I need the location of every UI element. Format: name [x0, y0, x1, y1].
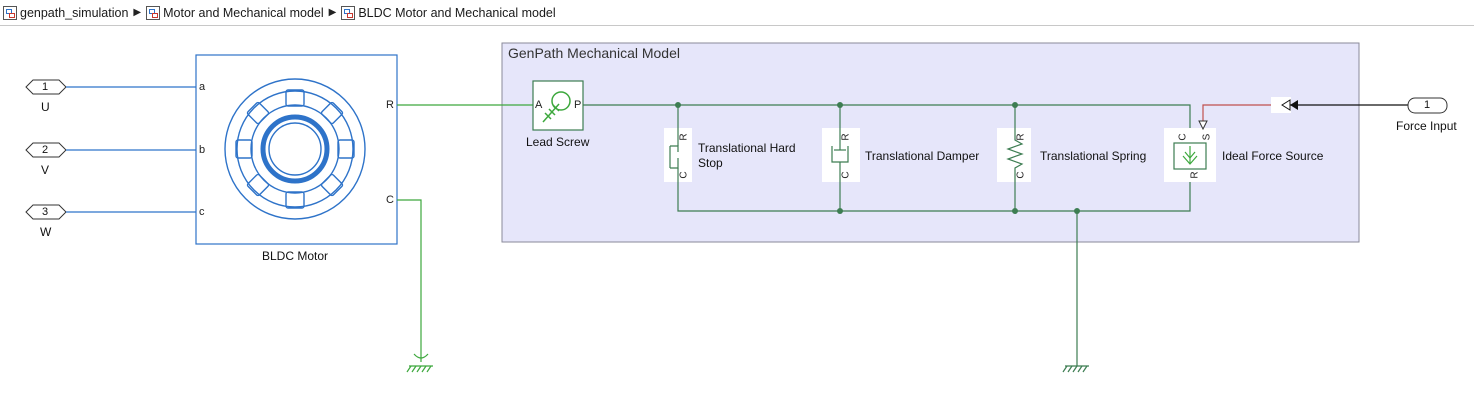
hard-stop-port-r: R [678, 133, 690, 141]
rail-r-connections[interactable] [583, 104, 1191, 128]
inport-w-number: 3 [42, 206, 49, 218]
force-input-inport[interactable] [1407, 97, 1448, 114]
arrow-left-icon [1290, 100, 1298, 110]
connection-c-to-ground[interactable] [397, 199, 422, 362]
motor-port-r: R [386, 99, 394, 111]
chevron-right-icon: ▶ [133, 7, 142, 18]
ideal-force-source-block[interactable] [1164, 128, 1216, 182]
force-input-name: Force Input [1396, 119, 1457, 133]
force-source-port-r: R [1189, 171, 1201, 179]
hard-stop-port-c: C [678, 171, 690, 179]
motor-port-a: a [199, 81, 206, 93]
damper-block[interactable] [822, 128, 860, 182]
lead-screw-icon [542, 91, 571, 123]
motor-port-c: c [199, 206, 205, 218]
breadcrumb-label: Motor and Mechanical model [163, 5, 324, 20]
hard-stop-icon [669, 128, 679, 182]
hard-stop-name-line2: Stop [698, 156, 723, 170]
motor-name: BLDC Motor [262, 249, 329, 263]
motor-port-c-out: C [386, 194, 394, 206]
damper-port-r: R [840, 133, 852, 141]
lead-screw-port-a: A [535, 99, 543, 111]
bldc-motor-block[interactable] [195, 54, 398, 245]
force-signal-line[interactable] [1202, 104, 1276, 122]
damper-icon [831, 128, 849, 182]
damper-port-c: C [840, 171, 852, 179]
breadcrumb: genpath_simulation ▶ Motor and Mechanica… [0, 0, 1474, 26]
force-arrow-icon [1182, 146, 1198, 165]
subsystem-icon [146, 5, 161, 20]
inport-w-name: W [40, 225, 52, 239]
inport-u-name: U [41, 100, 50, 114]
subsystem-icon [341, 5, 356, 20]
force-input-number: 1 [1424, 99, 1431, 111]
breadcrumb-item-motor-mechanical[interactable]: Motor and Mechanical model [146, 5, 324, 20]
breadcrumb-item-genpath-simulation[interactable]: genpath_simulation [3, 5, 129, 20]
spring-port-r: R [1015, 133, 1027, 141]
inport-u-number: 1 [42, 81, 49, 93]
rail-c-connections[interactable] [677, 182, 1191, 212]
force-source-port-s: S [1201, 133, 1213, 141]
lead-screw-name: Lead Screw [526, 135, 590, 149]
breadcrumb-item-bldc-motor-mechanical[interactable]: BLDC Motor and Mechanical model [341, 5, 556, 20]
hard-stop-name-line1: Translational Hard [698, 141, 796, 155]
motor-stator-icon [224, 78, 366, 220]
breadcrumb-label: genpath_simulation [20, 5, 129, 20]
mechanical-ground-icon [1062, 365, 1089, 373]
force-s-port-arrow [1198, 120, 1208, 131]
spring-name: Translational Spring [1040, 149, 1147, 163]
hard-stop-block[interactable] [664, 128, 692, 182]
inport-v-name: V [41, 163, 50, 177]
spring-icon [1006, 128, 1024, 182]
connection-port-box[interactable] [1271, 97, 1291, 113]
mechanical-model-subsystem[interactable] [501, 42, 1360, 243]
force-source-port-c: C [1177, 133, 1189, 141]
damper-name: Translational Damper [865, 149, 980, 163]
motor-ground-icon [406, 353, 433, 373]
model-icon [3, 5, 17, 20]
force-source-name: Ideal Force Source [1222, 149, 1324, 163]
junction-dots [675, 102, 1080, 214]
inport-v-number: 2 [42, 144, 49, 156]
chevron-right-icon: ▶ [328, 7, 337, 18]
lead-screw-port-p: P [574, 99, 582, 111]
breadcrumb-label: BLDC Motor and Mechanical model [358, 5, 556, 20]
motor-port-b: b [199, 144, 206, 156]
subsystem-title: GenPath Mechanical Model [508, 45, 680, 61]
spring-block[interactable] [997, 128, 1031, 182]
spring-port-c: C [1015, 171, 1027, 179]
lead-screw-block[interactable] [532, 80, 584, 131]
